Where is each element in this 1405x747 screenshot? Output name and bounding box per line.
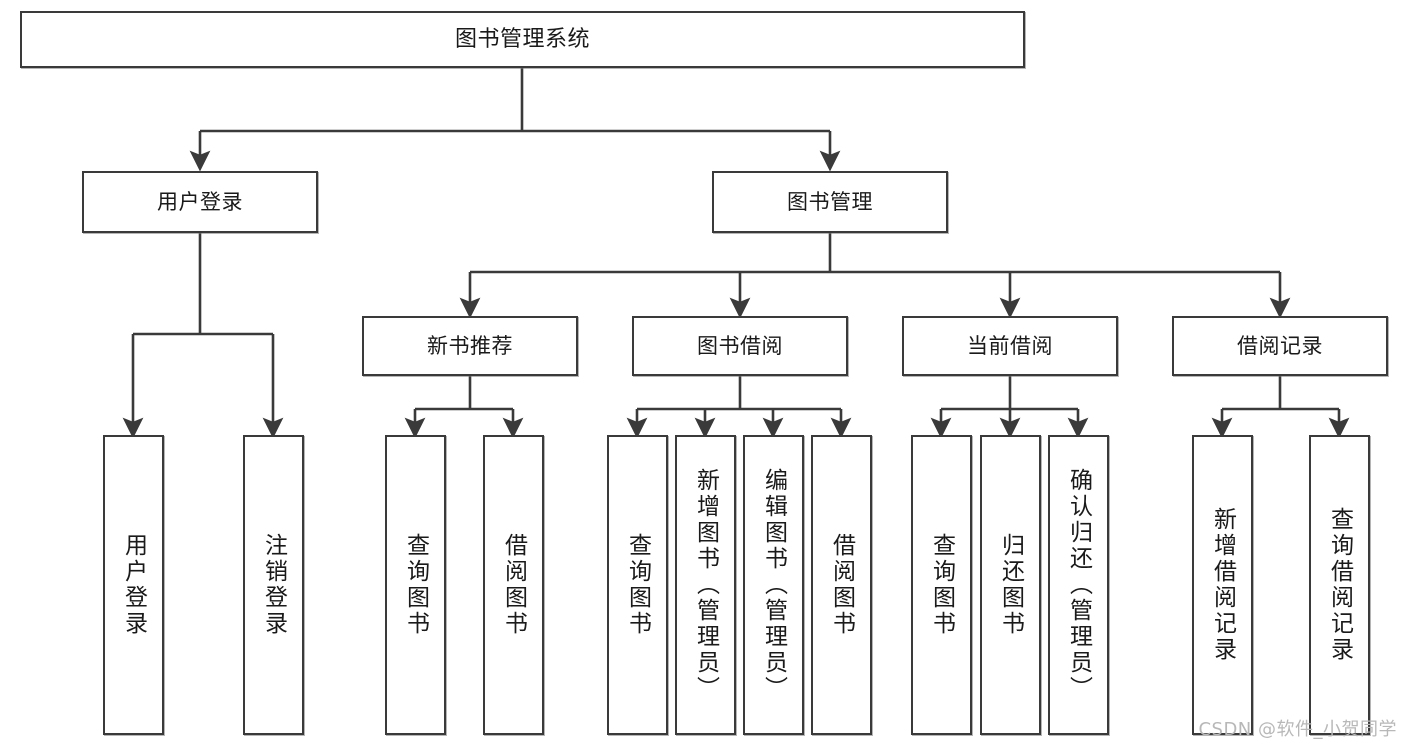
leaf-user-login-signout[interactable]: 注销登录 — [243, 435, 304, 735]
node-label: 新增图书（管理员） — [692, 468, 719, 702]
leaf-current-borrow-query[interactable]: 查询图书 — [911, 435, 972, 735]
node-label: 归还图书 — [997, 533, 1024, 637]
leaf-book-borrow-borrow[interactable]: 借阅图书 — [811, 435, 872, 735]
node-label: 借阅图书 — [500, 533, 527, 637]
csdn-watermark: CSDN @软件_小贺同学 — [1198, 719, 1397, 740]
leaf-book-borrow-query[interactable]: 查询图书 — [607, 435, 668, 735]
node-label: 用户登录 — [120, 533, 147, 637]
leaf-new-book-borrow[interactable]: 借阅图书 — [483, 435, 544, 735]
node-label: 图书管理 — [787, 189, 873, 214]
node-label: 编辑图书（管理员） — [760, 468, 787, 702]
leaf-borrow-record-query[interactable]: 查询借阅记录 — [1309, 435, 1370, 735]
node-label: 查询图书 — [624, 533, 651, 637]
node-label: 确认归还（管理员） — [1065, 468, 1092, 702]
leaf-book-borrow-add[interactable]: 新增图书（管理员） — [675, 435, 736, 735]
node-label: 新书推荐 — [427, 333, 513, 358]
node-borrow-record[interactable]: 借阅记录 — [1172, 316, 1388, 376]
node-label: 当前借阅 — [967, 333, 1053, 358]
leaf-current-borrow-return[interactable]: 归还图书 — [980, 435, 1041, 735]
leaf-user-login-signin[interactable]: 用户登录 — [103, 435, 164, 735]
leaf-new-book-query[interactable]: 查询图书 — [385, 435, 446, 735]
node-book-management[interactable]: 图书管理 — [712, 171, 948, 233]
node-book-borrow[interactable]: 图书借阅 — [632, 316, 848, 376]
node-label: 图书管理系统 — [454, 26, 590, 52]
node-label: 借阅图书 — [828, 533, 855, 637]
node-label: 图书借阅 — [697, 333, 783, 358]
leaf-book-borrow-edit[interactable]: 编辑图书（管理员） — [743, 435, 804, 735]
node-new-book-recommend[interactable]: 新书推荐 — [362, 316, 578, 376]
node-label: 查询图书 — [402, 533, 429, 637]
node-label: 借阅记录 — [1237, 333, 1323, 358]
leaf-current-borrow-confirm-return[interactable]: 确认归还（管理员） — [1048, 435, 1109, 735]
node-label: 查询借阅记录 — [1326, 507, 1353, 663]
node-label: 查询图书 — [928, 533, 955, 637]
node-label: 新增借阅记录 — [1209, 507, 1236, 663]
leaf-borrow-record-add[interactable]: 新增借阅记录 — [1192, 435, 1253, 735]
node-label: 用户登录 — [157, 189, 243, 214]
node-current-borrow[interactable]: 当前借阅 — [902, 316, 1118, 376]
node-root-system[interactable]: 图书管理系统 — [20, 11, 1025, 68]
node-label: 注销登录 — [260, 533, 287, 637]
node-user-login[interactable]: 用户登录 — [82, 171, 318, 233]
